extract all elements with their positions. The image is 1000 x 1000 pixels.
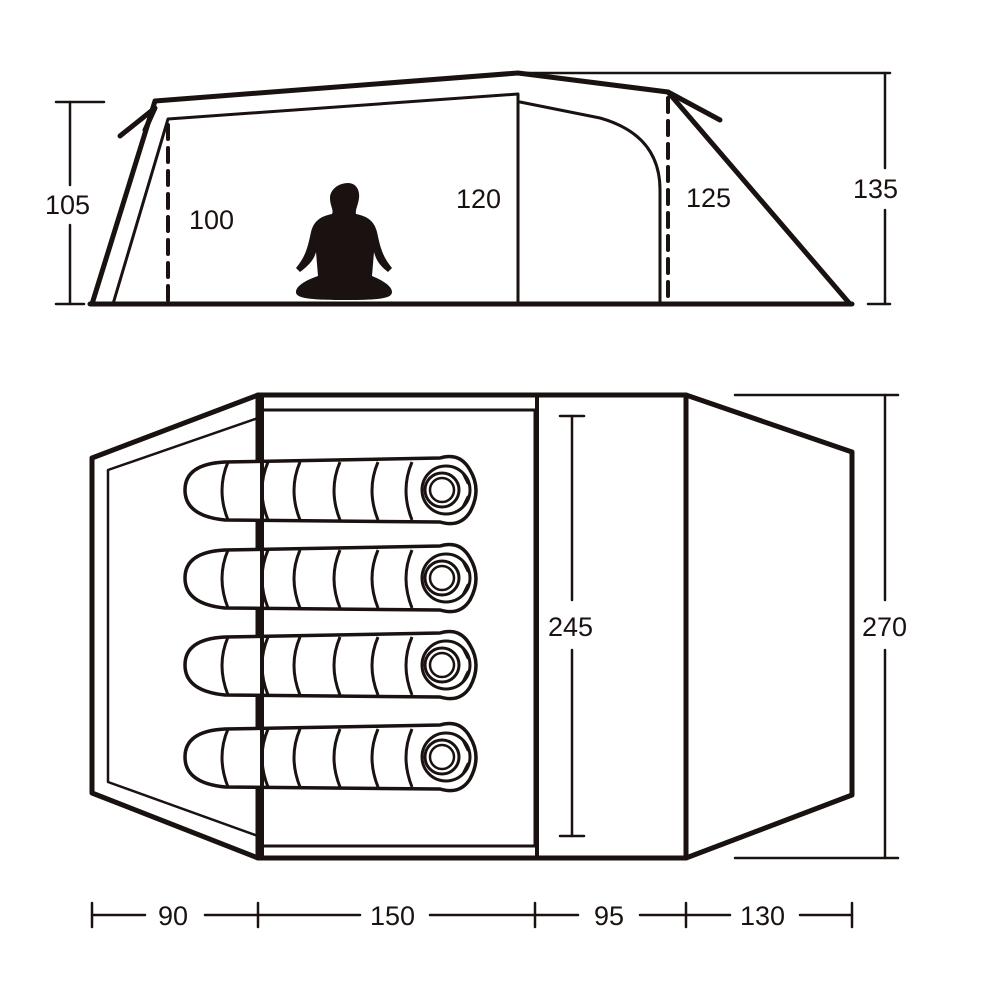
sleeping-bags xyxy=(183,454,478,793)
label-length-90: 90 xyxy=(158,901,188,931)
dim-left-height xyxy=(54,100,106,306)
label-height-135: 135 xyxy=(853,174,898,204)
label-width-245: 245 xyxy=(548,612,593,642)
label-height-100: 100 xyxy=(189,205,234,235)
side-right-wing xyxy=(665,89,723,123)
label-height-105: 105 xyxy=(45,190,90,220)
sleeping-bag xyxy=(183,542,478,614)
side-view: 105 100 120 125 135 xyxy=(45,70,898,307)
dim-total-width xyxy=(733,393,900,860)
side-inner-tent xyxy=(111,92,520,306)
top-right-vestibule xyxy=(683,392,855,861)
dim-lengths xyxy=(90,901,854,929)
label-height-120: 120 xyxy=(456,184,501,214)
sleeping-bag xyxy=(183,721,478,793)
label-length-130: 130 xyxy=(740,901,785,931)
label-length-95: 95 xyxy=(594,901,624,931)
side-vestibule-door xyxy=(518,100,662,306)
sleeping-bag xyxy=(183,454,478,526)
person-silhouette-icon xyxy=(296,183,392,300)
top-left-vestibule xyxy=(89,392,261,861)
top-left-vestibule-inner xyxy=(106,416,260,838)
side-left-wing xyxy=(117,105,158,139)
dim-inner-width xyxy=(558,414,586,838)
label-length-150: 150 xyxy=(370,901,415,931)
label-height-125: 125 xyxy=(686,183,731,213)
top-view: 245 270 90 150 95 130 xyxy=(89,392,907,931)
dim-right-height xyxy=(518,71,892,306)
label-width-270: 270 xyxy=(862,612,907,642)
sleeping-bag xyxy=(183,629,478,701)
